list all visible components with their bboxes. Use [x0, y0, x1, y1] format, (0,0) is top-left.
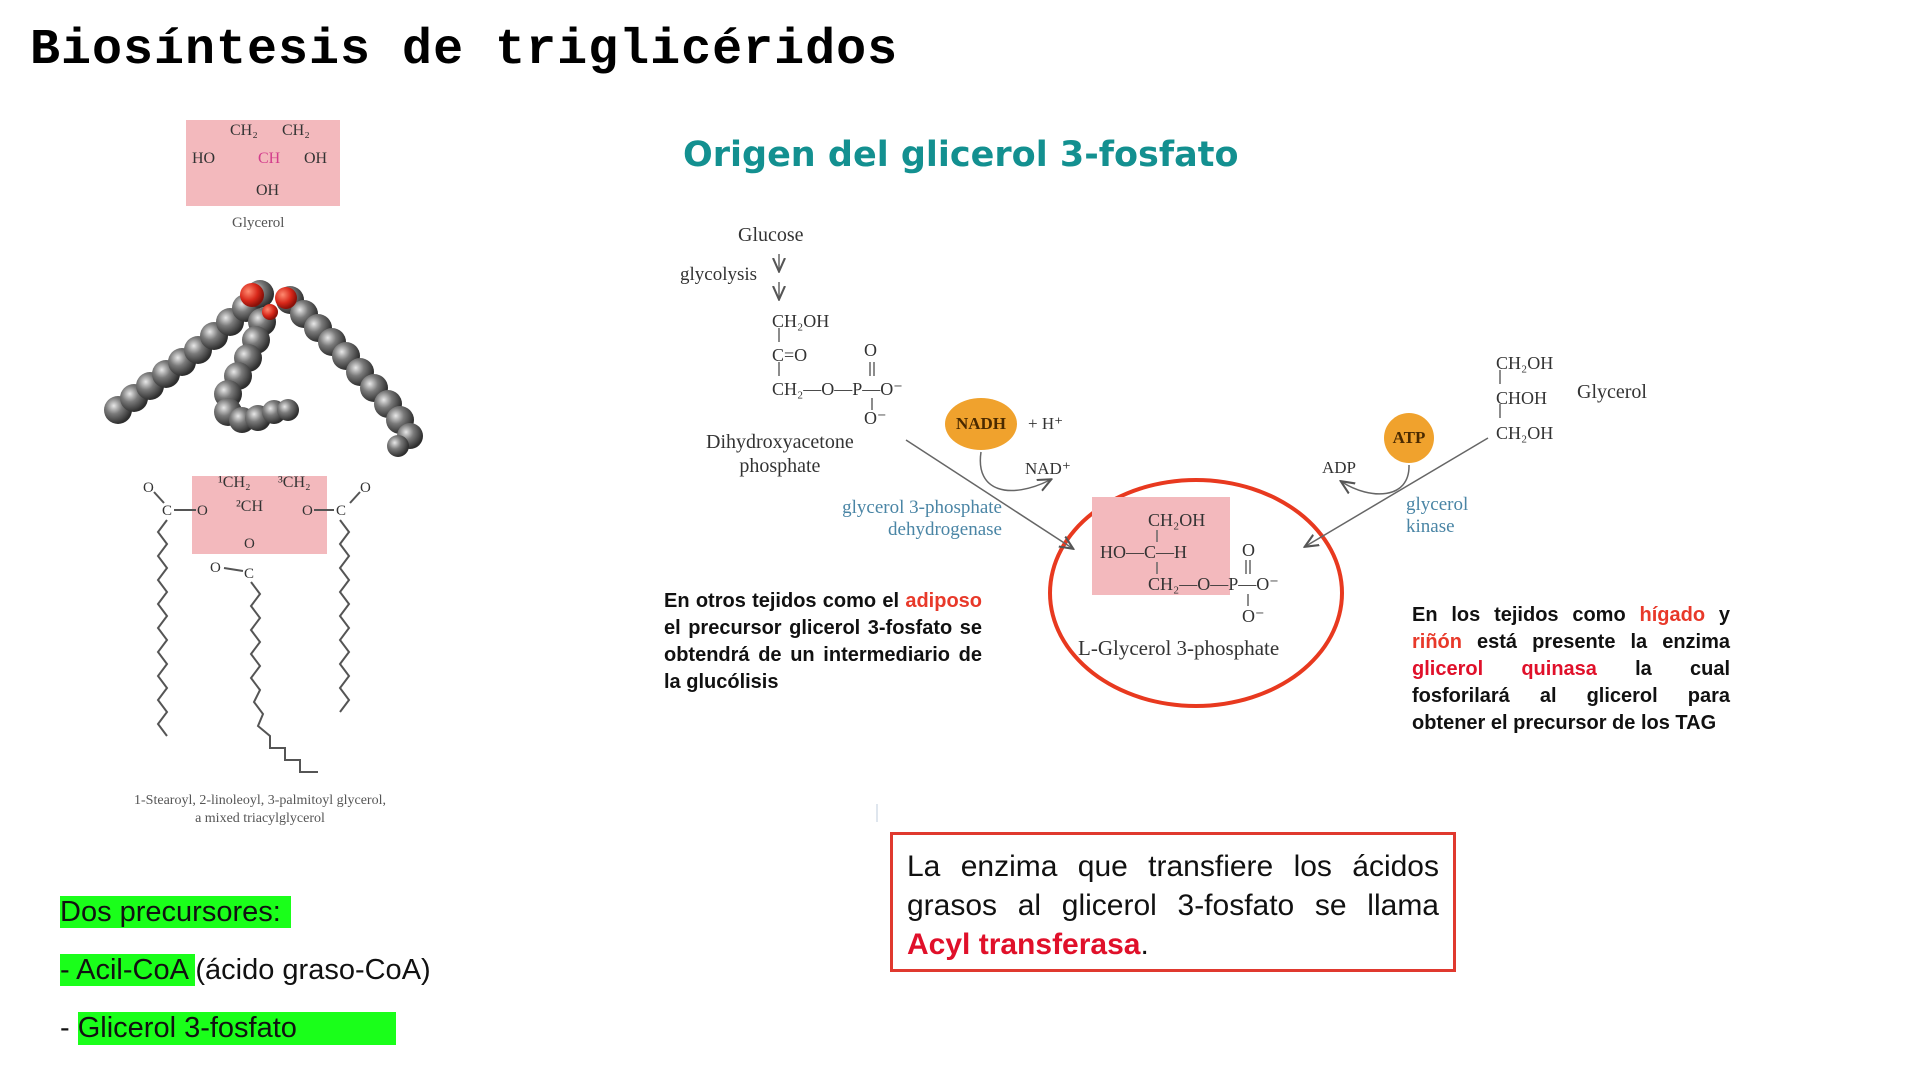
adp-label: ADP	[1322, 458, 1357, 477]
glycerol-free-line1: CH₂OH	[1496, 353, 1554, 373]
glycerol-free-structure: CH₂OH CHOH CH₂OH	[1496, 346, 1553, 451]
g3p-glycerol-box	[1092, 497, 1230, 595]
glycolysis-label: glycolysis	[680, 264, 758, 285]
g3p-structure: CH₂OH HO—C—H CH₂—O—P—O⁻	[1100, 504, 1279, 600]
triacylglycerol-caption: 1-Stearoyl, 2-linoleoyl, 3-palmitoyl gly…	[95, 792, 425, 828]
acil-coa-highlight: - Acil-CoA	[60, 954, 196, 986]
precursors-heading-text: Dos precursores:	[60, 896, 291, 928]
callout-text: La enzima que transfiere los ácidos gras…	[907, 850, 1439, 922]
precursor-item-acil-coa: - Acil-CoA (ácido graso-CoA)	[60, 954, 431, 987]
dhap-line3: CH₂—O—P—O⁻	[772, 379, 903, 399]
note-left-text-1: En otros tejidos como el	[664, 590, 906, 612]
glicerol-dash: -	[60, 1012, 78, 1044]
glycerol-ch: CH	[258, 150, 281, 167]
precursors-heading: Dos precursores:	[60, 896, 291, 929]
atp-badge: ATP	[1384, 413, 1434, 463]
note-right-text-2: y	[1705, 604, 1730, 626]
dhap-o-top: O	[864, 340, 877, 360]
tag-caption-line2: a mixed triacylglycerol	[195, 811, 325, 826]
note-right-text-1: En los tejidos como	[1412, 604, 1640, 626]
dhap-name-line2: phosphate	[739, 455, 821, 477]
tag-ch2-1: ¹CH₂	[218, 474, 251, 491]
glicerol-highlight: Glicerol 3-fosfato	[77, 1012, 396, 1045]
note-liver-kidney: En los tejidos como hígado y riñón está …	[1412, 602, 1730, 737]
g3p-line2: HO—C—H	[1100, 542, 1188, 562]
dhap-line2: C=O	[772, 345, 808, 365]
note-adipose-tissue: En otros tejidos como el adiposo el prec…	[664, 588, 982, 696]
enzyme-glycerol-kinase: glycerol kinase	[1406, 494, 1468, 538]
note-right-glicerol-quinasa: glicerol quinasa	[1412, 658, 1597, 680]
tag-glycerol-box	[192, 476, 327, 554]
glucose-label: Glucose	[738, 224, 804, 246]
enzyme-g3p-dehydrogenase: glycerol 3-phosphate dehydrogenase	[800, 497, 1002, 541]
callout-emphasis: Acyl transferasa	[907, 928, 1141, 961]
glycerol-oh-right: OH	[304, 150, 328, 167]
glycerol-ch2-left: CH₂	[230, 122, 258, 139]
precursor-item-glicerol: - Glicerol 3-fosfato	[60, 1012, 396, 1045]
tag-ch-2: ²CH	[236, 498, 264, 515]
g3p-line1: CH₂OH	[1148, 510, 1206, 530]
note-right-text-4: la cual fosforilará al glicerol para obt…	[1412, 658, 1730, 734]
dhap-line1: CH₂OH	[772, 311, 830, 331]
g3p-line3: CH₂—O—P—O⁻	[1148, 574, 1279, 594]
enzyme2-line1: glycerol	[1406, 494, 1469, 515]
note-right-text-3: está presente la enzima	[1462, 631, 1730, 653]
dhap-structure: CH₂OH C=O CH₂—O—P—O⁻	[772, 304, 903, 406]
enzyme2-line2: kinase	[1406, 516, 1455, 537]
note-left-text-2: el precursor glicerol 3-fosfato se obten…	[664, 617, 982, 693]
h-plus-label: + H⁺	[1028, 414, 1064, 433]
note-left-adiposo: adiposo	[905, 590, 982, 612]
glycerol-ho: HO	[192, 150, 216, 167]
dhap-name-line1: Dihydroxyacetone	[706, 431, 854, 453]
glycerol-free-line3: CH₂OH	[1496, 423, 1554, 443]
glycerol-free-line2: CHOH	[1496, 388, 1548, 408]
triacylglycerol-structure: ¹CH₂ ²CH ³CH₂	[140, 470, 400, 770]
enzyme1-line2: dehydrogenase	[888, 519, 1002, 540]
text-cursor-mark	[876, 804, 878, 822]
enzyme1-line1: glycerol 3-phosphate	[842, 497, 1002, 518]
page-title: Biosíntesis de triglicéridos	[30, 22, 899, 79]
g3p-o-top: O	[1242, 540, 1255, 560]
glycerol-oh-bottom: OH	[256, 182, 280, 199]
g3p-name: L-Glycerol 3-phosphate	[1078, 636, 1280, 660]
g3p-o-bottom: O⁻	[1242, 606, 1265, 626]
section-subtitle: Origen del glicerol 3-fosfato	[683, 135, 1239, 175]
glycerol-structure: CH₂ CH₂ HO CH OH OH	[186, 120, 340, 206]
nadh-badge: NADH	[945, 398, 1017, 450]
product-highlight-ellipse	[1048, 478, 1344, 708]
tag-caption-line1: 1-Stearoyl, 2-linoleoyl, 3-palmitoyl gly…	[134, 793, 386, 808]
glycerol-structure-box	[186, 120, 340, 206]
dhap-name: Dihydroxyacetone phosphate	[706, 430, 854, 478]
glycerol-caption: Glycerol	[232, 215, 285, 231]
acil-coa-description: (ácido graso-CoA)	[195, 954, 431, 986]
note-right-rinon: riñón	[1412, 631, 1462, 653]
acyl-transferase-callout: La enzima que transfiere los ácidos gras…	[890, 832, 1456, 972]
tag-ch2-3: ³CH₂	[278, 474, 311, 491]
glycerol-ch2-right: CH₂	[282, 122, 310, 139]
nad-plus-label: NAD⁺	[1025, 459, 1071, 478]
dhap-o-bottom: O⁻	[864, 408, 887, 428]
glycerol-free-name: Glycerol	[1577, 381, 1647, 403]
note-right-higado: hígado	[1639, 604, 1706, 626]
callout-end: .	[1140, 928, 1149, 961]
